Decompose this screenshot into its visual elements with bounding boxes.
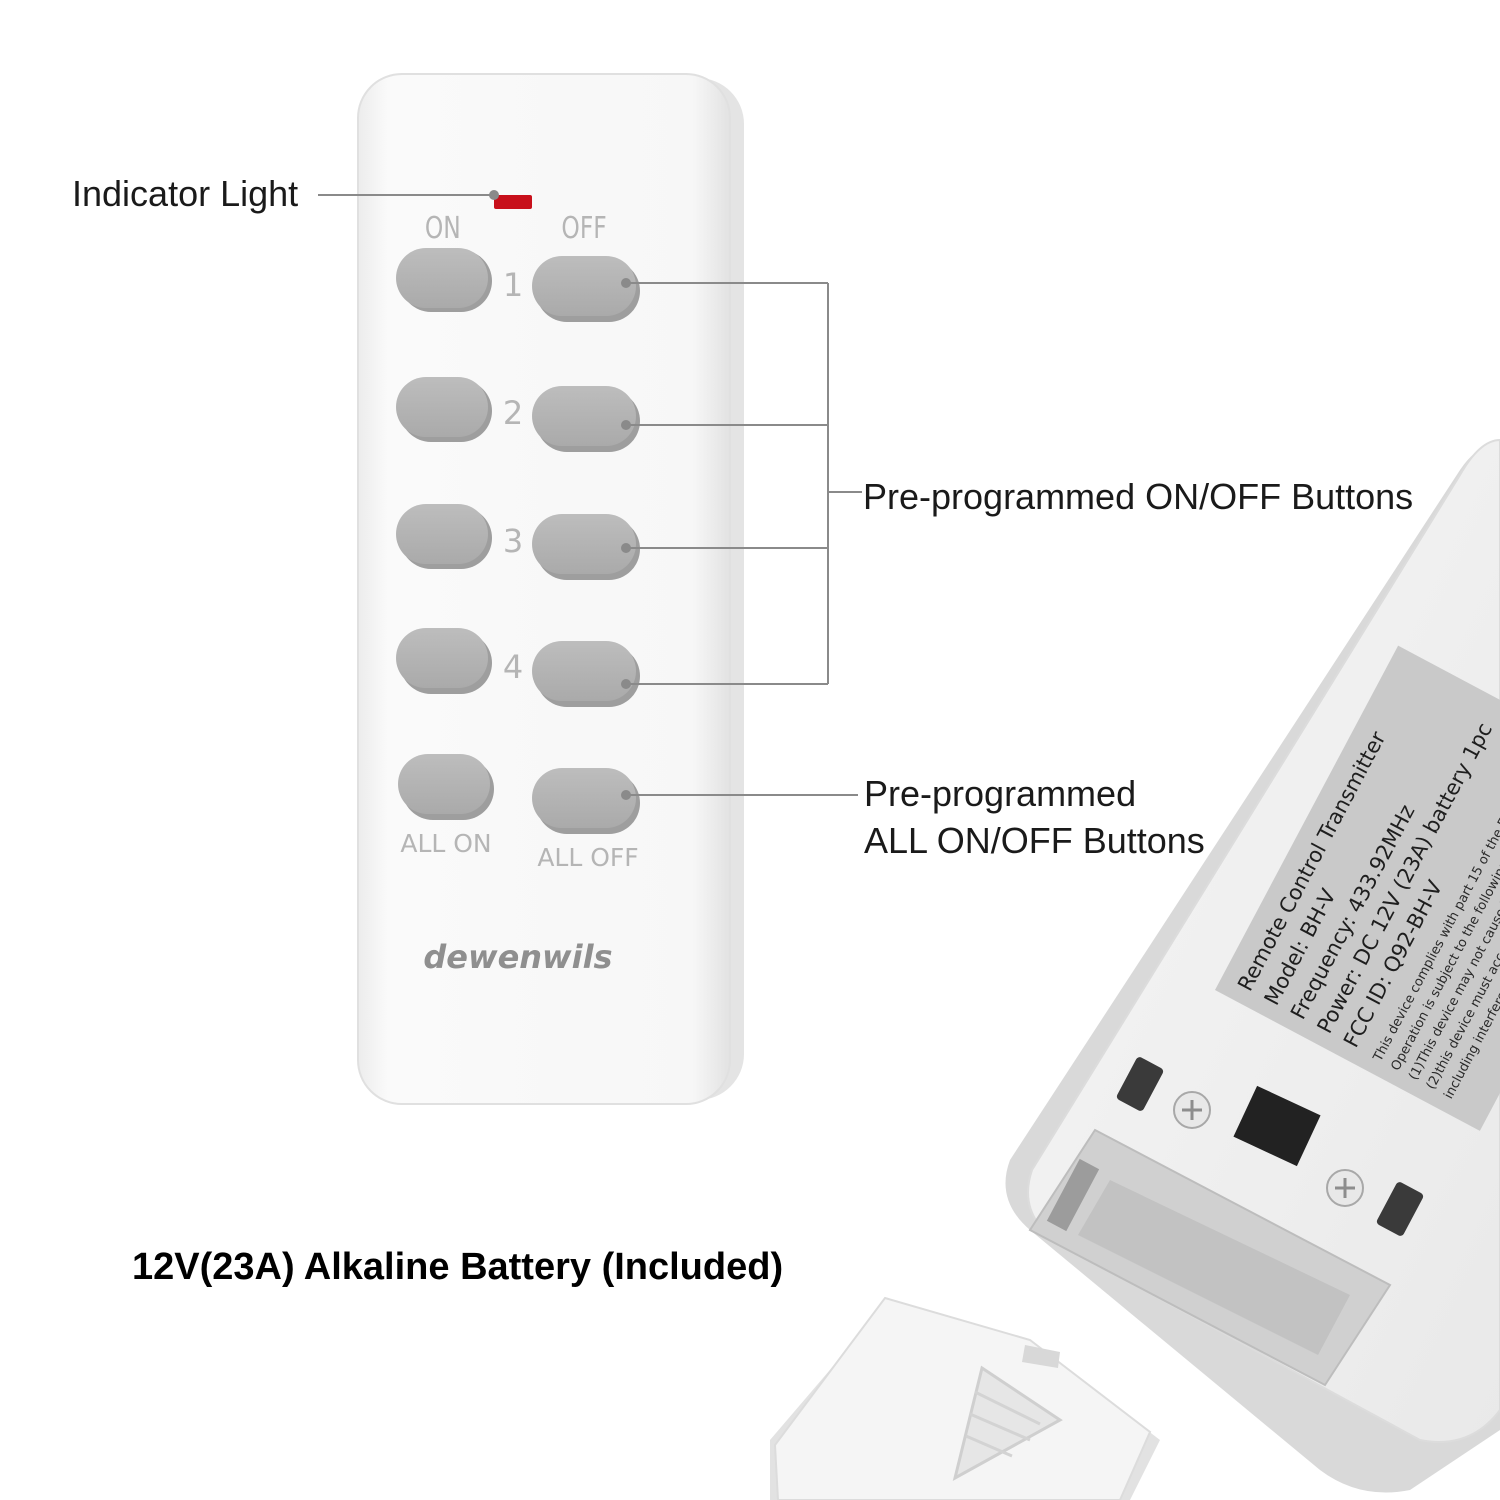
brand-logo: dewenwils xyxy=(423,938,612,976)
channel-2-off-button[interactable] xyxy=(532,386,640,452)
battery-caption: 12V(23A) Alkaline Battery (Included) xyxy=(132,1246,784,1288)
channel-4-off-button[interactable] xyxy=(532,641,640,707)
spec-label-plate xyxy=(1215,645,1500,1131)
remote-front: ON OFF xyxy=(357,73,744,1105)
all-buttons-callout-line1: Pre-programmed xyxy=(864,773,1137,814)
remote-back: Remote Control Transmitter Model: BH-V F… xyxy=(1005,438,1500,1493)
callout-lines xyxy=(318,190,862,800)
channel-1-off-button[interactable] xyxy=(532,256,640,322)
channel-3-number: 3 xyxy=(503,522,523,560)
indicator-light-callout: Indicator Light xyxy=(72,173,299,214)
channel-1-number: 1 xyxy=(503,266,523,304)
channel-3-off-button[interactable] xyxy=(532,514,640,580)
channel-2-on-button[interactable] xyxy=(396,377,492,442)
off-column-label: OFF xyxy=(561,211,606,246)
onoff-buttons-callout: Pre-programmed ON/OFF Buttons xyxy=(863,476,1414,517)
channel-3-on-button[interactable] xyxy=(396,504,492,569)
all-off-button[interactable] xyxy=(532,768,640,834)
channel-4-number: 4 xyxy=(503,648,523,686)
on-column-label: ON xyxy=(425,211,461,246)
battery-cover xyxy=(770,1296,1160,1500)
channel-2-number: 2 xyxy=(503,394,523,432)
channel-4-on-button[interactable] xyxy=(396,628,492,694)
all-off-label: ALL OFF xyxy=(537,843,638,872)
channel-1-on-button[interactable] xyxy=(396,248,492,312)
all-on-button[interactable] xyxy=(398,754,494,820)
indicator-led xyxy=(494,195,532,209)
battery-compartment xyxy=(1028,1057,1424,1387)
all-on-label: ALL ON xyxy=(400,829,491,858)
all-buttons-callout-line2: ALL ON/OFF Buttons xyxy=(864,820,1205,861)
